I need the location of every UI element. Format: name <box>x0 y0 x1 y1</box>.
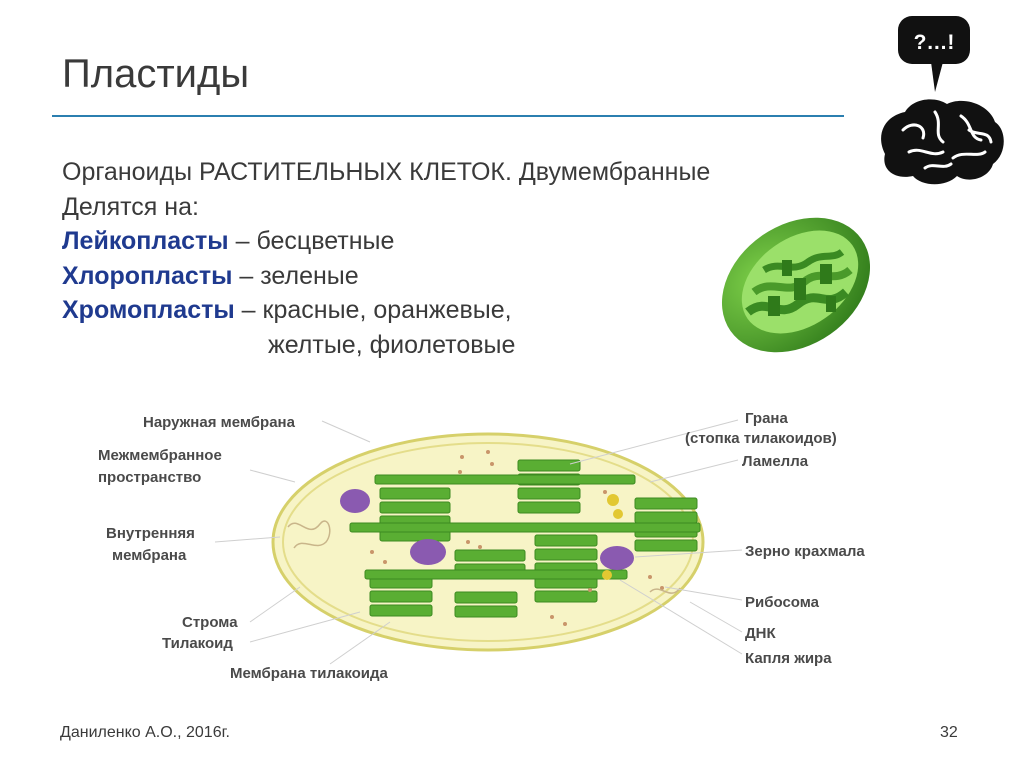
grana-stacks <box>369 459 698 618</box>
label-lipid: Капля жира <box>745 650 832 667</box>
term-chloroplasts: Хлоропласты <box>62 261 233 290</box>
leader-lines <box>214 419 743 665</box>
label-inner-1: Внутренняя <box>106 525 195 542</box>
label-thylakoid-membrane: Мембрана тилакоида <box>230 665 389 682</box>
label-lamella: Ламелла <box>742 453 809 470</box>
label-intermembrane-1: Межмембранное <box>98 447 222 464</box>
label-starch: Зерно крахмала <box>745 543 865 560</box>
plastid-item-leucoplasts: Лейкопласты – бесцветные <box>62 224 710 259</box>
footer-author: Даниленко А.О., 2016г. <box>60 724 230 741</box>
starch-grains <box>340 489 634 570</box>
label-ribosome: Рибосома <box>745 594 820 611</box>
dna-strand <box>287 520 331 549</box>
slide-title: Пластиды <box>62 52 250 96</box>
plastid-item-chromoplasts: Хромопласты – красные, оранжевые, <box>62 293 710 328</box>
body-line-1: Органоиды РАСТИТЕЛЬНЫХ КЛЕТОК. Двумембра… <box>62 158 711 186</box>
desc-chromoplasts: – красные, оранжевые, <box>234 296 512 324</box>
term-leucoplasts: Лейкопласты <box>62 227 229 255</box>
label-grana-1: Грана <box>745 410 788 427</box>
page-number: 32 <box>940 724 958 741</box>
body-line-2: Делятся на: <box>62 192 199 221</box>
label-inner-2: мембрана <box>112 547 187 564</box>
dna-strand-2 <box>649 587 681 594</box>
desc-chloroplasts: – зеленые <box>232 261 359 290</box>
label-grana-2: (стопка тилакоидов) <box>685 430 837 447</box>
desc-leucoplasts: – бесцветные <box>228 227 395 255</box>
bubble-text: ?…! <box>914 31 955 54</box>
lamellae <box>349 474 701 580</box>
slide-body: Органоиды РАСТИТЕЛЬНЫХ КЛЕТОК. Двумембра… <box>62 155 710 362</box>
label-stroma: Строма <box>182 614 238 631</box>
lipid-droplets <box>602 494 623 580</box>
term-chromoplasts: Хромопласты <box>62 296 235 324</box>
brain-shape <box>881 99 1004 185</box>
chloroplast-3d-image <box>721 217 871 353</box>
plastid-item-chloroplasts: Хлоропласты – зеленые <box>62 259 710 294</box>
label-dna: ДНК <box>745 625 777 642</box>
chromoplasts-continuation: желтые, фиолетовые <box>268 330 516 359</box>
brain-icon: ?…! <box>881 16 1004 185</box>
ribosome-dots <box>370 450 664 626</box>
label-intermembrane-2: пространство <box>98 469 201 486</box>
title-divider <box>52 115 844 117</box>
label-thylakoid: Тилакоид <box>162 635 233 652</box>
chloroplast-structure-diagram: Наружная мембрана Межмембранное простран… <box>90 402 895 692</box>
label-outer-membrane: Наружная мембрана <box>143 414 296 431</box>
speech-bubble-icon: ?…! <box>898 16 970 92</box>
